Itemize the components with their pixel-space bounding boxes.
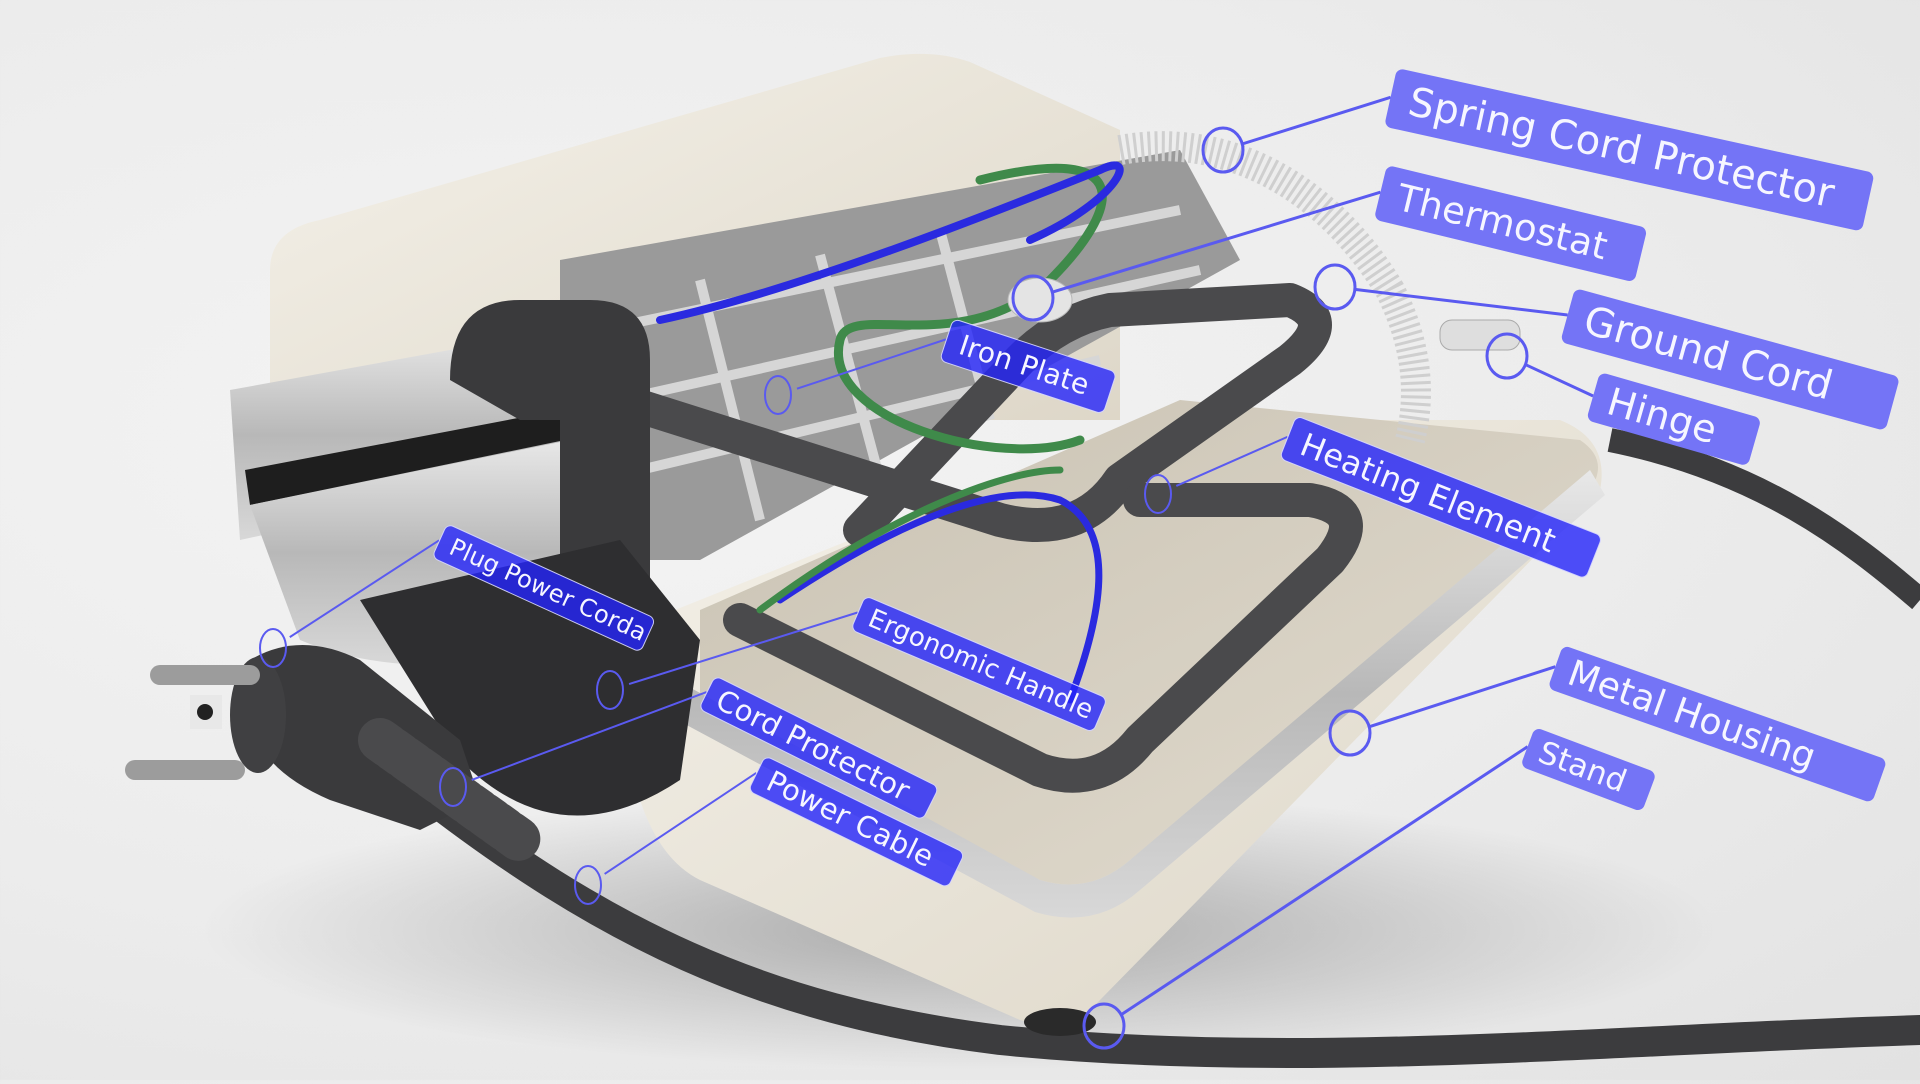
hinge-shape: [1439, 319, 1521, 351]
stand-shape: [1024, 1008, 1096, 1036]
heating-element-shape: [603, 283, 1363, 793]
rear-cable-shape: [1607, 428, 1920, 610]
thermostat-shape: [1007, 277, 1073, 323]
lid-gap: [245, 410, 565, 505]
power-cable-shape: [405, 775, 1920, 1068]
base-rim: [640, 470, 1605, 918]
